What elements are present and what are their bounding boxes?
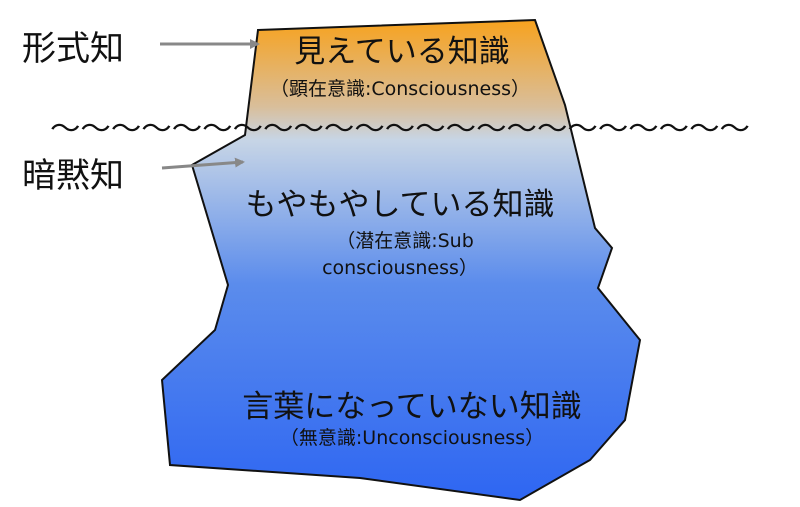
iceberg-shape (160, 18, 642, 502)
explicit-knowledge-label: 形式知 (22, 29, 124, 69)
vague-knowledge-title: もやもやしている知識 (245, 187, 554, 223)
unspoken-knowledge-title: 言葉になっていない知識 (242, 389, 581, 425)
unspoken-knowledge-subtitle: （無意識:Unconsciousness） (280, 427, 544, 449)
visible-knowledge-title: 見えている知識 (294, 34, 509, 70)
tacit-arrow (161, 157, 245, 170)
tacit-knowledge-label: 暗黙知 (22, 156, 124, 196)
vague-knowledge-subtitle-line2: consciousness） (322, 257, 478, 279)
waterline: ～～～～～～～～～～～～～～～～～～～～～～～ (50, 112, 750, 145)
vague-knowledge-subtitle-line1: （潜在意識:Sub (336, 230, 474, 252)
visible-knowledge-subtitle: （顕在意識:Consciousness） (270, 78, 530, 100)
